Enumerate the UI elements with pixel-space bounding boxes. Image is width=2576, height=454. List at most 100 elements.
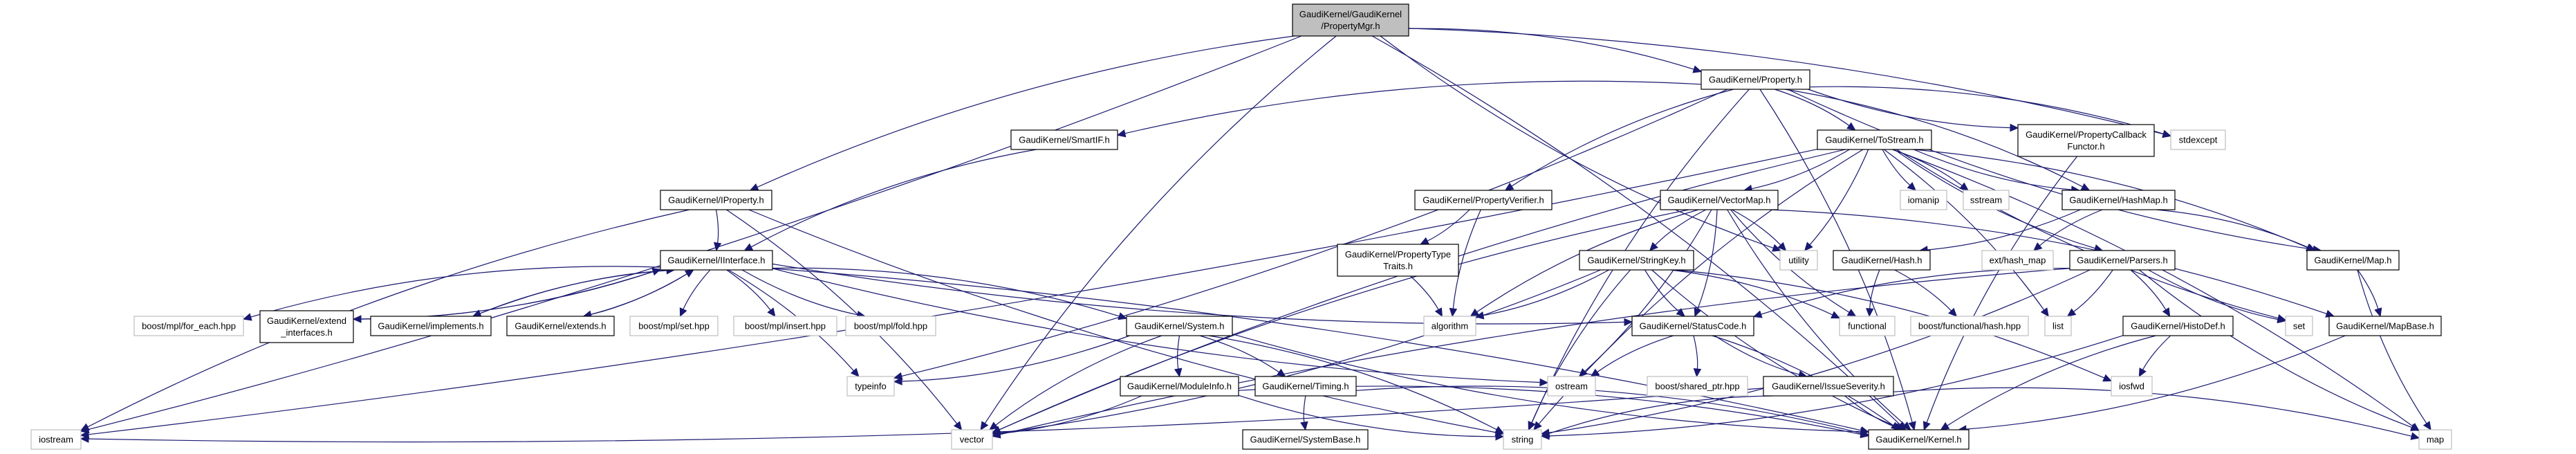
- node-box[interactable]: [1701, 69, 1810, 90]
- node-issueseverity[interactable]: GaudiKernel/IssueSeverity.h: [1763, 376, 1894, 397]
- node-box[interactable]: [2328, 316, 2442, 336]
- node-typeinfo: typeinfo: [846, 376, 895, 397]
- node-box[interactable]: [506, 316, 615, 336]
- node-tostream[interactable]: GaudiKernel/ToStream.h: [1817, 129, 1932, 150]
- node-hash[interactable]: GaudiKernel/Hash.h: [1833, 250, 1931, 271]
- edge-vectormap-to-statuscode: [1697, 209, 1718, 309]
- node-histodef[interactable]: GaudiKernel/HistoDef.h: [2122, 316, 2234, 336]
- node-box[interactable]: [660, 250, 773, 271]
- node-box: [1423, 316, 1476, 336]
- arrowhead-icon: [1804, 242, 1813, 251]
- node-box[interactable]: [2061, 190, 2176, 210]
- node-root[interactable]: GaudiKernel/GaudiKernel/PropertyMgr.h: [1292, 3, 1409, 37]
- edge-proptypetraits-to-algorithm: [1410, 275, 1439, 310]
- node-mplset: boost/mpl/set.hpp: [629, 316, 719, 336]
- node-systembase[interactable]: GaudiKernel/SystemBase.h: [1242, 429, 1369, 450]
- edge-property-to-hashmap: [1784, 89, 2083, 188]
- edge-parsers-to-statuscode: [1761, 267, 2070, 315]
- edge-iproperty-to-iostream: [87, 209, 690, 428]
- node-box[interactable]: [259, 310, 354, 343]
- node-stringkey[interactable]: GaudiKernel/StringKey.h: [1579, 250, 1694, 271]
- node-box[interactable]: [2069, 250, 2176, 271]
- node-mapbase[interactable]: GaudiKernel/MapBase.h: [2328, 316, 2442, 336]
- node-propverifier[interactable]: GaudiKernel/PropertyVerifier.h: [1414, 190, 1553, 210]
- node-box[interactable]: [1242, 429, 1369, 450]
- edge-vectormap-to-vector: [999, 209, 1689, 430]
- edge-implements-to-iinterface: [472, 270, 667, 317]
- node-label: /PropertyMgr.h: [1321, 21, 1380, 31]
- node-box[interactable]: [1337, 244, 1459, 277]
- node-functional: functional: [1839, 316, 1896, 336]
- arrowhead-icon: [2422, 421, 2431, 431]
- node-label: GaudiKernel/Hash.h: [1841, 255, 1922, 265]
- edge-moduleinfo-to-string: [1238, 394, 1497, 437]
- arrowhead-icon: [2040, 307, 2049, 317]
- edge-root-to-iproperty: [757, 35, 1295, 188]
- node-box[interactable]: [1631, 316, 1754, 336]
- node-box[interactable]: [2306, 250, 2400, 271]
- node-box[interactable]: [370, 316, 492, 336]
- node-box[interactable]: [660, 190, 772, 210]
- node-label: GaudiKernel/VectorMap.h: [1668, 194, 1771, 205]
- node-extendif[interactable]: GaudiKernel/extend_interfaces.h: [259, 310, 354, 343]
- edge-root-to-vector: [984, 35, 1337, 424]
- node-kernel[interactable]: GaudiKernel/Kernel.h: [1868, 429, 1970, 450]
- node-implements[interactable]: GaudiKernel/implements.h: [370, 316, 492, 336]
- node-label: boost/mpl/for_each.hpp: [142, 320, 236, 331]
- node-foreach: boost/mpl/for_each.hpp: [133, 316, 244, 336]
- node-label: GaudiKernel/GaudiKernel: [1299, 9, 1402, 19]
- node-moduleinfo[interactable]: GaudiKernel/ModuleInfo.h: [1120, 376, 1239, 397]
- node-iomanip: iomanip: [1900, 190, 1947, 210]
- node-iosfwd: iosfwd: [2111, 376, 2153, 397]
- edge-extendif-to-iinterface: [353, 271, 654, 320]
- arrowhead-icon: [1434, 307, 1443, 318]
- arrowhead-icon: [1922, 421, 1931, 431]
- node-box[interactable]: [1254, 376, 1357, 397]
- edge-parsers-to-histodef: [2130, 269, 2167, 310]
- edge-stringkey-to-algorithm: [1483, 269, 1609, 316]
- node-smartif[interactable]: GaudiKernel/SmartIF.h: [1010, 129, 1118, 150]
- arrowhead-icon: [2138, 367, 2147, 378]
- arrowhead-icon: [1590, 368, 1600, 377]
- node-label: Functor.h: [2067, 141, 2104, 152]
- edge-iinterface-to-mplset: [683, 269, 711, 310]
- node-statuscode[interactable]: GaudiKernel/StatusCode.h: [1631, 316, 1754, 336]
- node-box[interactable]: [1126, 316, 1233, 336]
- node-timing[interactable]: GaudiKernel/Timing.h: [1254, 376, 1357, 397]
- node-box[interactable]: [1833, 250, 1931, 271]
- node-box[interactable]: [1763, 376, 1894, 397]
- node-map_h[interactable]: GaudiKernel/Map.h: [2306, 250, 2400, 271]
- node-box[interactable]: [1660, 190, 1779, 210]
- edge-mapbase-to-kernel: [1965, 335, 2346, 430]
- node-property[interactable]: GaudiKernel/Property.h: [1701, 69, 1810, 90]
- arrowhead-icon: [1420, 237, 1429, 245]
- edge-system-to-string: [1208, 335, 1497, 430]
- edge-tostream-to-hashmap: [1914, 149, 2072, 190]
- edge-tostream-to-map: [1892, 149, 2413, 427]
- node-label: boost/mpl/insert.hpp: [745, 320, 826, 331]
- node-box[interactable]: [1579, 250, 1694, 271]
- node-box[interactable]: [1414, 190, 1553, 210]
- arrowhead-icon: [743, 243, 754, 251]
- node-iproperty[interactable]: GaudiKernel/IProperty.h: [660, 190, 772, 210]
- edge-timing-to-kernel: [1355, 385, 1862, 434]
- node-vectormap[interactable]: GaudiKernel/VectorMap.h: [1660, 190, 1779, 210]
- node-box[interactable]: [1868, 429, 1970, 450]
- node-box[interactable]: [1292, 3, 1409, 37]
- edge-tostream-to-list: [1883, 149, 2045, 311]
- node-label: GaudiKernel/PropertyVerifier.h: [1423, 194, 1544, 205]
- arrowhead-icon: [1908, 421, 1916, 431]
- node-box[interactable]: [2122, 316, 2234, 336]
- node-system[interactable]: GaudiKernel/System.h: [1126, 316, 1233, 336]
- node-box[interactable]: [2017, 124, 2155, 157]
- node-iinterface[interactable]: GaudiKernel/IInterface.h: [660, 250, 773, 271]
- node-parsers[interactable]: GaudiKernel/Parsers.h: [2069, 250, 2176, 271]
- node-extends[interactable]: GaudiKernel/extends.h: [506, 316, 615, 336]
- node-box[interactable]: [1817, 129, 1932, 150]
- node-box[interactable]: [1010, 129, 1118, 150]
- node-box[interactable]: [1120, 376, 1239, 397]
- arrowhead-icon: [2066, 308, 2077, 317]
- node-hashmap[interactable]: GaudiKernel/HashMap.h: [2061, 190, 2176, 210]
